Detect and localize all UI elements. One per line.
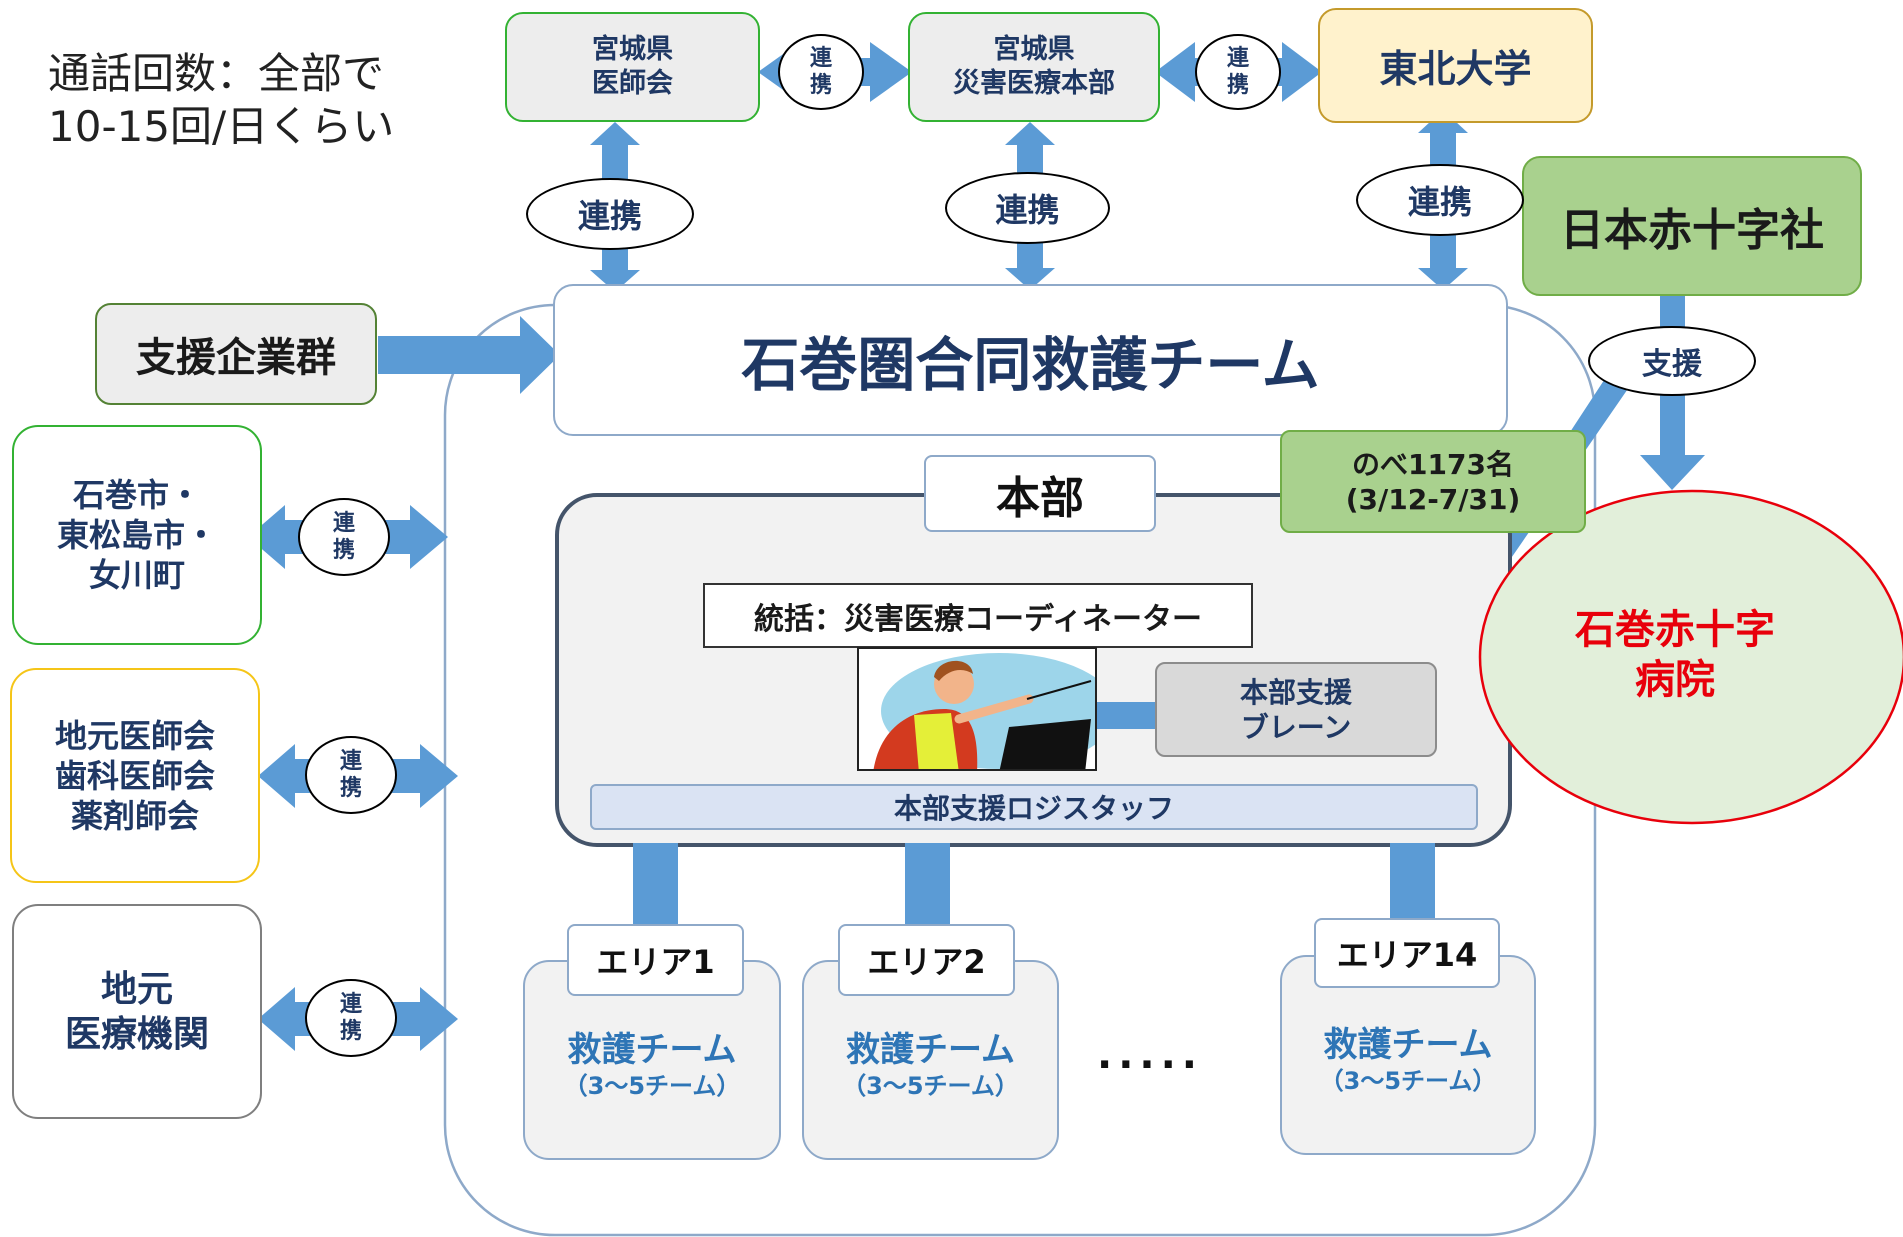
- renkei-char-2: 携: [1226, 73, 1249, 98]
- renkei-badge-municipalities: 連 携: [298, 498, 390, 576]
- renkei-badge-top-1: 連 携: [778, 34, 864, 110]
- shien-badge: 支援: [1588, 326, 1756, 396]
- shien-label: 支援: [1642, 347, 1702, 382]
- area-label-box-1: エリア1: [567, 924, 744, 996]
- miyagi-ishikai-line2: 医師会: [592, 68, 673, 99]
- arrow-support-companies: [378, 316, 560, 394]
- area-label-1: エリア1: [596, 943, 715, 981]
- connector-area2: [905, 843, 950, 927]
- area-team-2: 救護チーム （3～5チーム）: [802, 1020, 1059, 1110]
- renkei-char-1: 連: [339, 991, 362, 1017]
- renkei-badge-local: 連 携: [305, 979, 397, 1057]
- volume-line1: のべ1173名: [1352, 447, 1514, 481]
- honbu-label: 本部: [996, 472, 1084, 524]
- renkei-char-1: 連: [339, 748, 362, 774]
- hospital-ellipse: [1478, 489, 1903, 825]
- support-companies-box: 支援企業群: [95, 303, 377, 405]
- miyagi-ishikai-line1: 宮城県: [592, 34, 673, 66]
- coordinator-label: 統括：災害医療コーディネーター: [754, 601, 1202, 637]
- associations-line1: 地元医師会: [54, 716, 215, 755]
- support-companies-label: 支援企業群: [136, 335, 336, 381]
- renkei-badge-ishikai: 連携: [526, 178, 694, 250]
- renkei-char-2: 携: [809, 73, 832, 98]
- renkei-badge-hq: 連携: [945, 172, 1110, 244]
- hospital-line2: 病院: [1635, 657, 1715, 703]
- connector-coordinator-brain: [1095, 702, 1157, 729]
- area-label-2: エリア2: [867, 943, 986, 981]
- miyagi-hq-box: 宮城県 災害医療本部: [908, 12, 1160, 122]
- renkei-label: 連携: [995, 191, 1060, 229]
- area-team-14: 救護チーム （3～5チーム）: [1280, 1015, 1536, 1105]
- tohoku-univ-box: 東北大学: [1318, 8, 1593, 123]
- associations-line2: 歯科医師会: [54, 756, 215, 795]
- area-card-2: [802, 960, 1059, 1160]
- miyagi-hq-line1: 宮城県: [993, 34, 1075, 66]
- hospital-line1: 石巻赤十字: [1575, 607, 1775, 653]
- team-name-1: 救護チーム: [567, 1029, 737, 1070]
- renkei-char-1: 連: [332, 510, 355, 536]
- tohoku-univ-label: 東北大学: [1379, 47, 1532, 91]
- local-institutions-line1: 地元: [100, 968, 173, 1010]
- associations-line3: 薬剤師会: [70, 796, 199, 835]
- connector-area1: [633, 843, 678, 927]
- connector-area14: [1390, 843, 1435, 921]
- renkei-label: 連携: [577, 197, 642, 235]
- hospital-label: 石巻赤十字 病院: [1500, 590, 1850, 720]
- honbu-label-box: 本部: [924, 455, 1156, 532]
- ellipsis-text: .....: [1097, 1032, 1203, 1078]
- area-label-box-14: エリア14: [1314, 918, 1500, 988]
- conductor-icon: [873, 653, 1095, 769]
- volume-badge: のべ1173名 (3/12-7/31): [1280, 430, 1586, 533]
- team-count-2: （3～5チーム）: [842, 1072, 1019, 1101]
- renkei-char-1: 連: [809, 45, 832, 71]
- team-name-14: 救護チーム: [1323, 1024, 1493, 1065]
- red-cross-label: 日本赤十字社: [1560, 205, 1824, 256]
- renkei-char-2: 携: [339, 776, 362, 801]
- renkei-badge-top-2: 連 携: [1195, 34, 1281, 110]
- joint-team-label: 石巻圏合同救護チーム: [741, 331, 1320, 399]
- team-name-2: 救護チーム: [846, 1029, 1015, 1070]
- call-count-line2: 10-15回/日くらい: [48, 101, 395, 151]
- municipalities-line2: 東松島市・: [56, 516, 217, 554]
- municipalities-line3: 女川町: [88, 556, 185, 594]
- brain-line2: ブレーン: [1240, 710, 1352, 744]
- renkei-char-2: 携: [332, 538, 355, 563]
- renkei-char-2: 携: [339, 1019, 362, 1044]
- red-cross-box: 日本赤十字社: [1522, 156, 1862, 296]
- renkei-badge-associations: 連 携: [305, 736, 397, 814]
- municipalities-box: 石巻市・ 東松島市・ 女川町: [12, 425, 262, 645]
- associations-box: 地元医師会 歯科医師会 薬剤師会: [10, 668, 260, 883]
- area-label-box-2: エリア2: [838, 924, 1015, 996]
- brain-box: 本部支援 ブレーン: [1155, 662, 1437, 757]
- renkei-badge-tohoku: 連携: [1356, 164, 1524, 236]
- call-count-line1: 通話回数：全部で: [48, 49, 385, 98]
- area-team-1: 救護チーム （3～5チーム）: [523, 1020, 781, 1110]
- miyagi-hq-line2: 災害医療本部: [953, 68, 1115, 99]
- area-card-14: [1280, 955, 1536, 1155]
- conductor-illustration: [857, 647, 1097, 771]
- local-institutions-line2: 医療機関: [64, 1013, 209, 1055]
- logistics-label: 本部支援ロジスタッフ: [893, 792, 1174, 825]
- call-count-note: 通話回数：全部で 10-15回/日くらい: [48, 48, 394, 153]
- team-count-14: （3～5チーム）: [1319, 1067, 1497, 1096]
- logistics-bar: 本部支援ロジスタッフ: [590, 784, 1478, 830]
- team-count-1: （3～5チーム）: [563, 1072, 741, 1101]
- local-institutions-box: 地元 医療機関: [12, 904, 262, 1119]
- renkei-label: 連携: [1407, 183, 1472, 221]
- municipalities-line1: 石巻市・: [72, 476, 201, 514]
- area-label-14: エリア14: [1336, 936, 1478, 974]
- brain-line1: 本部支援: [1239, 675, 1352, 709]
- joint-team-box: 石巻圏合同救護チーム: [553, 284, 1508, 436]
- miyagi-ishikai-box: 宮城県 医師会: [505, 12, 760, 122]
- coordinator-box: 統括：災害医療コーディネーター: [703, 583, 1253, 648]
- renkei-char-1: 連: [1226, 45, 1249, 71]
- area-ellipsis: .....: [1080, 1020, 1220, 1090]
- volume-line2: (3/12-7/31): [1345, 482, 1521, 516]
